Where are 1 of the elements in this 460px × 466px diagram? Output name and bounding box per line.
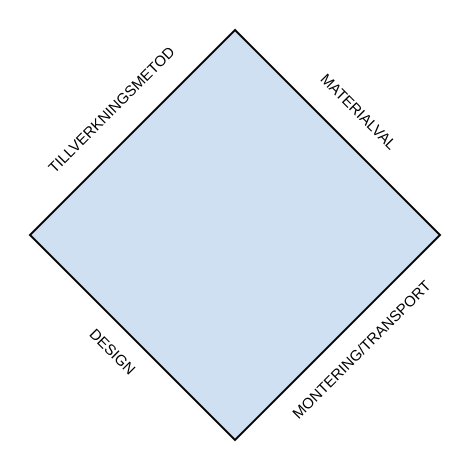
diamond-shape — [30, 30, 440, 440]
